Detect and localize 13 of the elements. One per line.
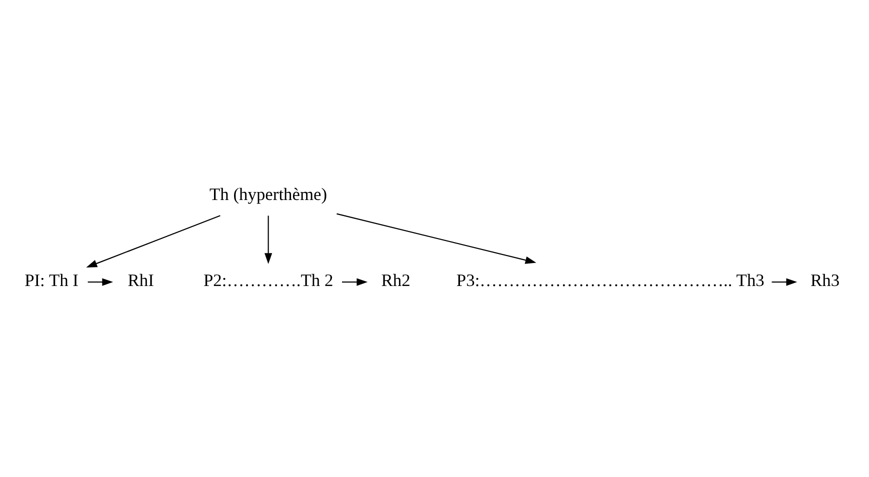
node-text: Th (hyperthème)	[209, 184, 327, 204]
node-text: RhI	[127, 270, 154, 290]
node-text: P2:………….Th 2	[202, 270, 333, 290]
node-text: PI: Th I	[24, 270, 78, 290]
arrow	[336, 212, 536, 264]
node-text: P3:…………………………………….. Th3	[456, 270, 764, 290]
arrow	[86, 214, 220, 268]
node-text: Rh3	[810, 270, 840, 290]
arrow	[264, 215, 272, 264]
arrow	[87, 278, 113, 286]
arrow	[771, 278, 797, 286]
node-text: Rh2	[380, 270, 410, 290]
arrow	[342, 278, 368, 286]
